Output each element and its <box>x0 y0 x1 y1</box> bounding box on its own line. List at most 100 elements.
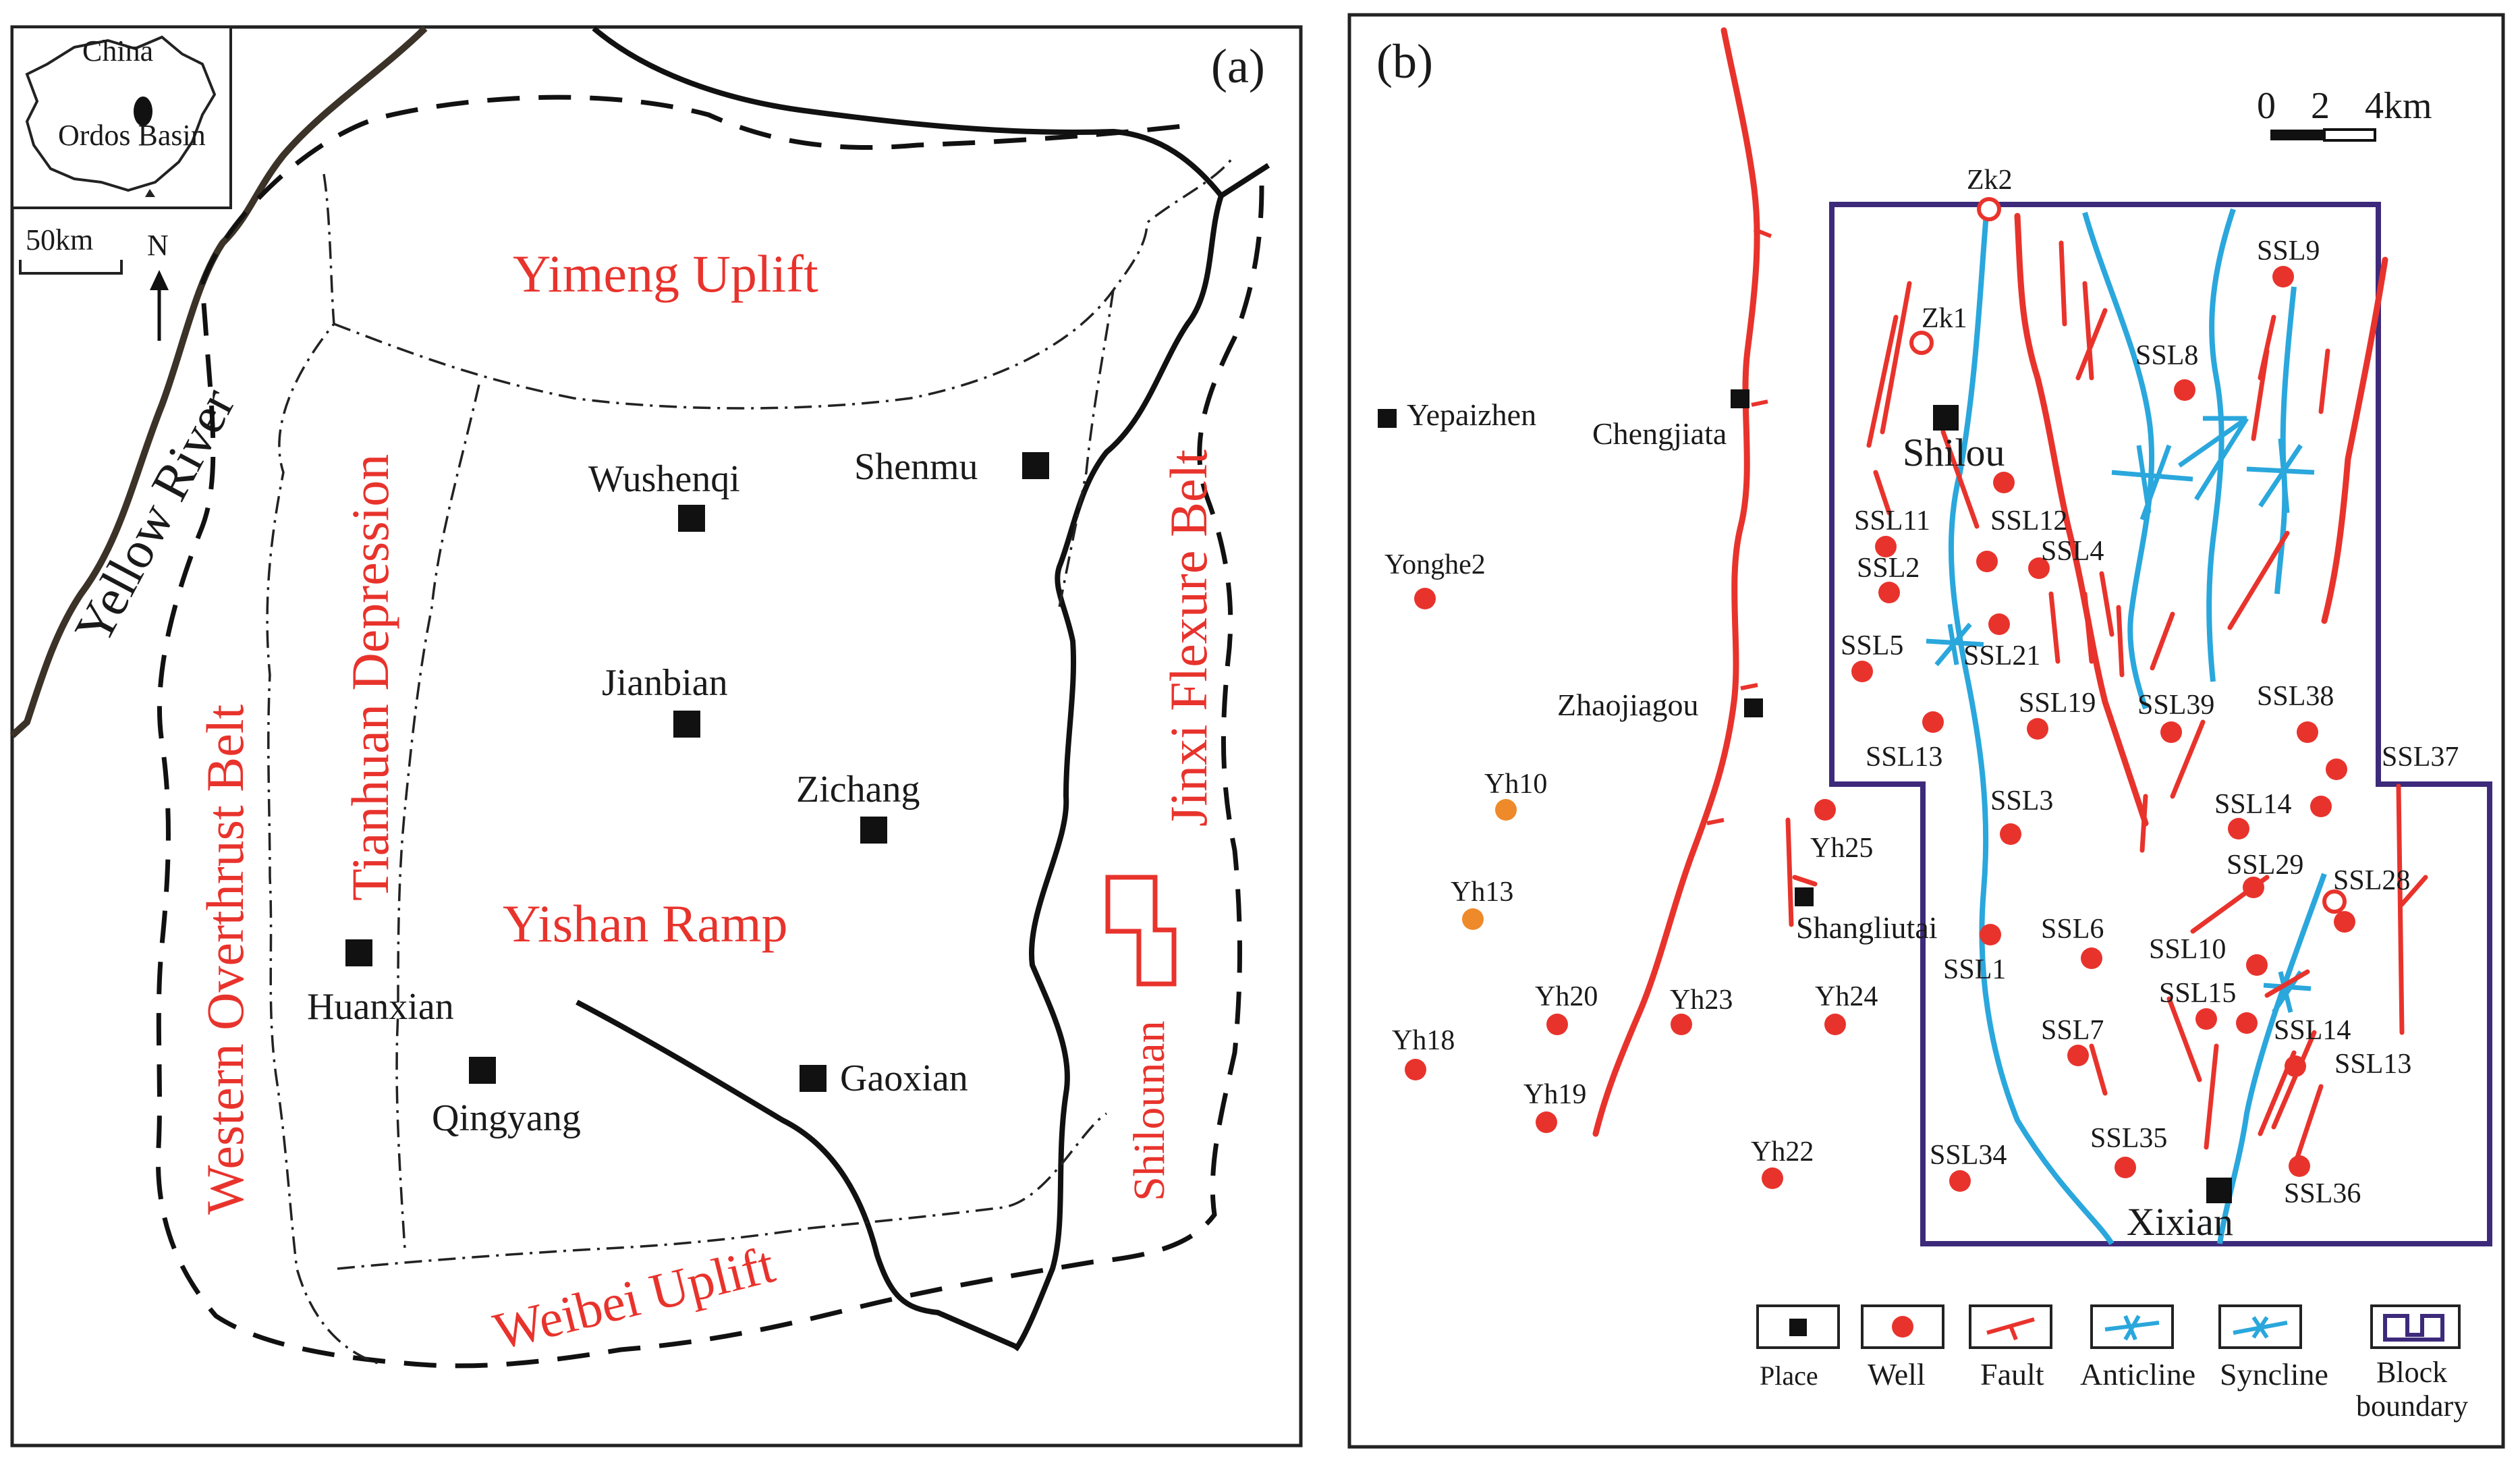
well-ssl35 <box>2115 1157 2136 1178</box>
place-zhaojiagou: Zhaojiagou <box>1557 688 1699 722</box>
fault-ticks-west <box>1706 227 1772 825</box>
well-yonghe2 <box>1414 588 1436 609</box>
label-ssl4: SSL4 <box>2041 536 2104 567</box>
label-zk1: Zk1 <box>1922 303 1967 334</box>
east-boundary-line <box>1013 194 1224 1352</box>
well-ssl7 <box>2067 1045 2089 1066</box>
legend-block-label-2: boundary <box>2356 1389 2468 1423</box>
well-ssl13a <box>1922 711 1944 733</box>
label-ssl35: SSL35 <box>2090 1123 2167 1154</box>
place-marker-wushenqi <box>678 505 705 532</box>
well-ssl13b <box>2285 1055 2306 1077</box>
label-yh19: Yh19 <box>1523 1079 1586 1110</box>
place-marker-gaoxian <box>800 1065 827 1092</box>
inset-island <box>145 189 155 197</box>
anticline-marker <box>2177 416 2249 501</box>
label-zk2: Zk2 <box>1967 165 2013 196</box>
well-ssl2 <box>1878 582 1900 603</box>
blue-line-3 <box>2206 208 2236 682</box>
label-ssl3: SSL3 <box>1990 786 2053 817</box>
well-yh10 <box>1495 799 1517 821</box>
block-boundary-outline <box>1829 202 2492 1246</box>
label-ssl10: SSL10 <box>2149 934 2226 965</box>
inset-china-label: China <box>82 34 153 67</box>
place-qingyang: Qingyang <box>432 1097 581 1139</box>
south-boundary-line <box>576 999 1017 1349</box>
label-yh10: Yh10 <box>1484 769 1547 800</box>
legend-place-label: Place <box>1760 1360 1818 1391</box>
panel-a-scale-bar <box>19 260 123 275</box>
well-ssl12a <box>1993 472 2015 493</box>
well-ssl12 <box>1976 551 1998 572</box>
label-yonghe2: Yonghe2 <box>1384 549 1486 580</box>
well-ssl28b <box>2334 911 2355 933</box>
well-yh13 <box>1462 908 1484 930</box>
place-shilou: Shilou <box>1903 431 2005 474</box>
label-ssl13a: SSL13 <box>1866 742 1942 773</box>
china-outline <box>25 35 217 192</box>
legend-fault-icon <box>1986 1317 2035 1341</box>
ordos-basin-marker <box>134 97 152 126</box>
well-ssl6 <box>2081 947 2102 969</box>
well-ssl19 <box>2027 718 2048 740</box>
panel-a: (a) China Ordos Basin 50km N Yellow Rive… <box>9 25 1303 1448</box>
well-ssl4 <box>2028 557 2050 579</box>
panel-b-scale: 0 2 4km <box>2257 85 2432 142</box>
syncline-marker-1 <box>2111 444 2193 521</box>
fault-east <box>2321 256 2388 624</box>
well-open-zk2 <box>1977 197 2001 221</box>
syncline-marker-2 <box>2246 438 2315 514</box>
well-ssl37 <box>2326 759 2347 780</box>
place-marker-chengjiata <box>1731 389 1749 408</box>
legend-anticline-label: Anticline <box>2080 1357 2195 1392</box>
legend-syncline-icon <box>2233 1316 2288 1339</box>
label-yh13: Yh13 <box>1451 877 1513 908</box>
blue-line-2 <box>2082 211 2155 710</box>
fault-east-2 <box>2396 783 2428 1035</box>
yellow-river-line <box>9 26 428 738</box>
well-ssl14c <box>2236 1012 2258 1034</box>
region-tianhuan-depression: Tianhuan Depression <box>341 454 399 901</box>
place-marker-shenmu <box>1022 452 1049 479</box>
north-boundary-line <box>592 26 1270 200</box>
well-ssl1 <box>1980 924 2001 945</box>
well-yh25 <box>1814 799 1836 821</box>
label-ssl13b: SSL13 <box>2334 1049 2411 1080</box>
well-yh22 <box>1762 1167 1783 1189</box>
label-ssl7: SSL7 <box>2041 1015 2104 1046</box>
label-yh23: Yh23 <box>1670 985 1733 1016</box>
open-wells <box>1909 197 2347 914</box>
well-ssl5 <box>1851 661 1873 682</box>
place-marker-xixian <box>2206 1178 2232 1203</box>
region-jinxi-flexure-belt: Jinxi Flexure Belt <box>1159 449 1218 827</box>
label-yh22: Yh22 <box>1751 1136 1814 1167</box>
scale-tick-2: 2 <box>2311 85 2330 127</box>
panel-b-label: (b) <box>1376 34 1433 88</box>
place-jianbian: Jianbian <box>602 662 728 704</box>
scale-bar-segment-2 <box>2323 128 2376 142</box>
well-ssl11 <box>1875 536 1897 557</box>
label-ssl15: SSL15 <box>2159 978 2236 1009</box>
scale-bar-segment-1 <box>2270 130 2324 140</box>
label-ssl39: SSL39 <box>2137 690 2214 721</box>
label-ssl37: SSL37 <box>2382 742 2459 773</box>
orange-wells <box>1462 799 1517 930</box>
region-boundaries <box>266 154 1236 1365</box>
label-ssl21: SSL21 <box>1963 640 2040 671</box>
place-marker-yepaizhen <box>1378 409 1397 428</box>
label-ssl14c: SSL14 <box>2274 1015 2351 1046</box>
place-xixian: Xixian <box>2127 1200 2233 1244</box>
well-ssl36 <box>2289 1155 2310 1177</box>
label-ssl29: SSL29 <box>2227 850 2303 881</box>
legend: Place Well Fault Anticline Syncline Bloc… <box>1756 1304 2468 1423</box>
legend-block-label-1: Block <box>2376 1356 2447 1389</box>
region-yimeng-uplift: Yimeng Uplift <box>513 244 818 303</box>
label-ssl36: SSL36 <box>2284 1178 2361 1209</box>
well-yh23 <box>1671 1014 1692 1035</box>
well-ssl14b <box>2228 818 2249 839</box>
blue-line-1 <box>1948 205 2115 1246</box>
well-ssl9 <box>2272 266 2294 287</box>
label-ssl28: SSL28 <box>2333 865 2410 896</box>
place-marker-zichang <box>860 817 887 844</box>
well-ssl38 <box>2297 721 2318 743</box>
